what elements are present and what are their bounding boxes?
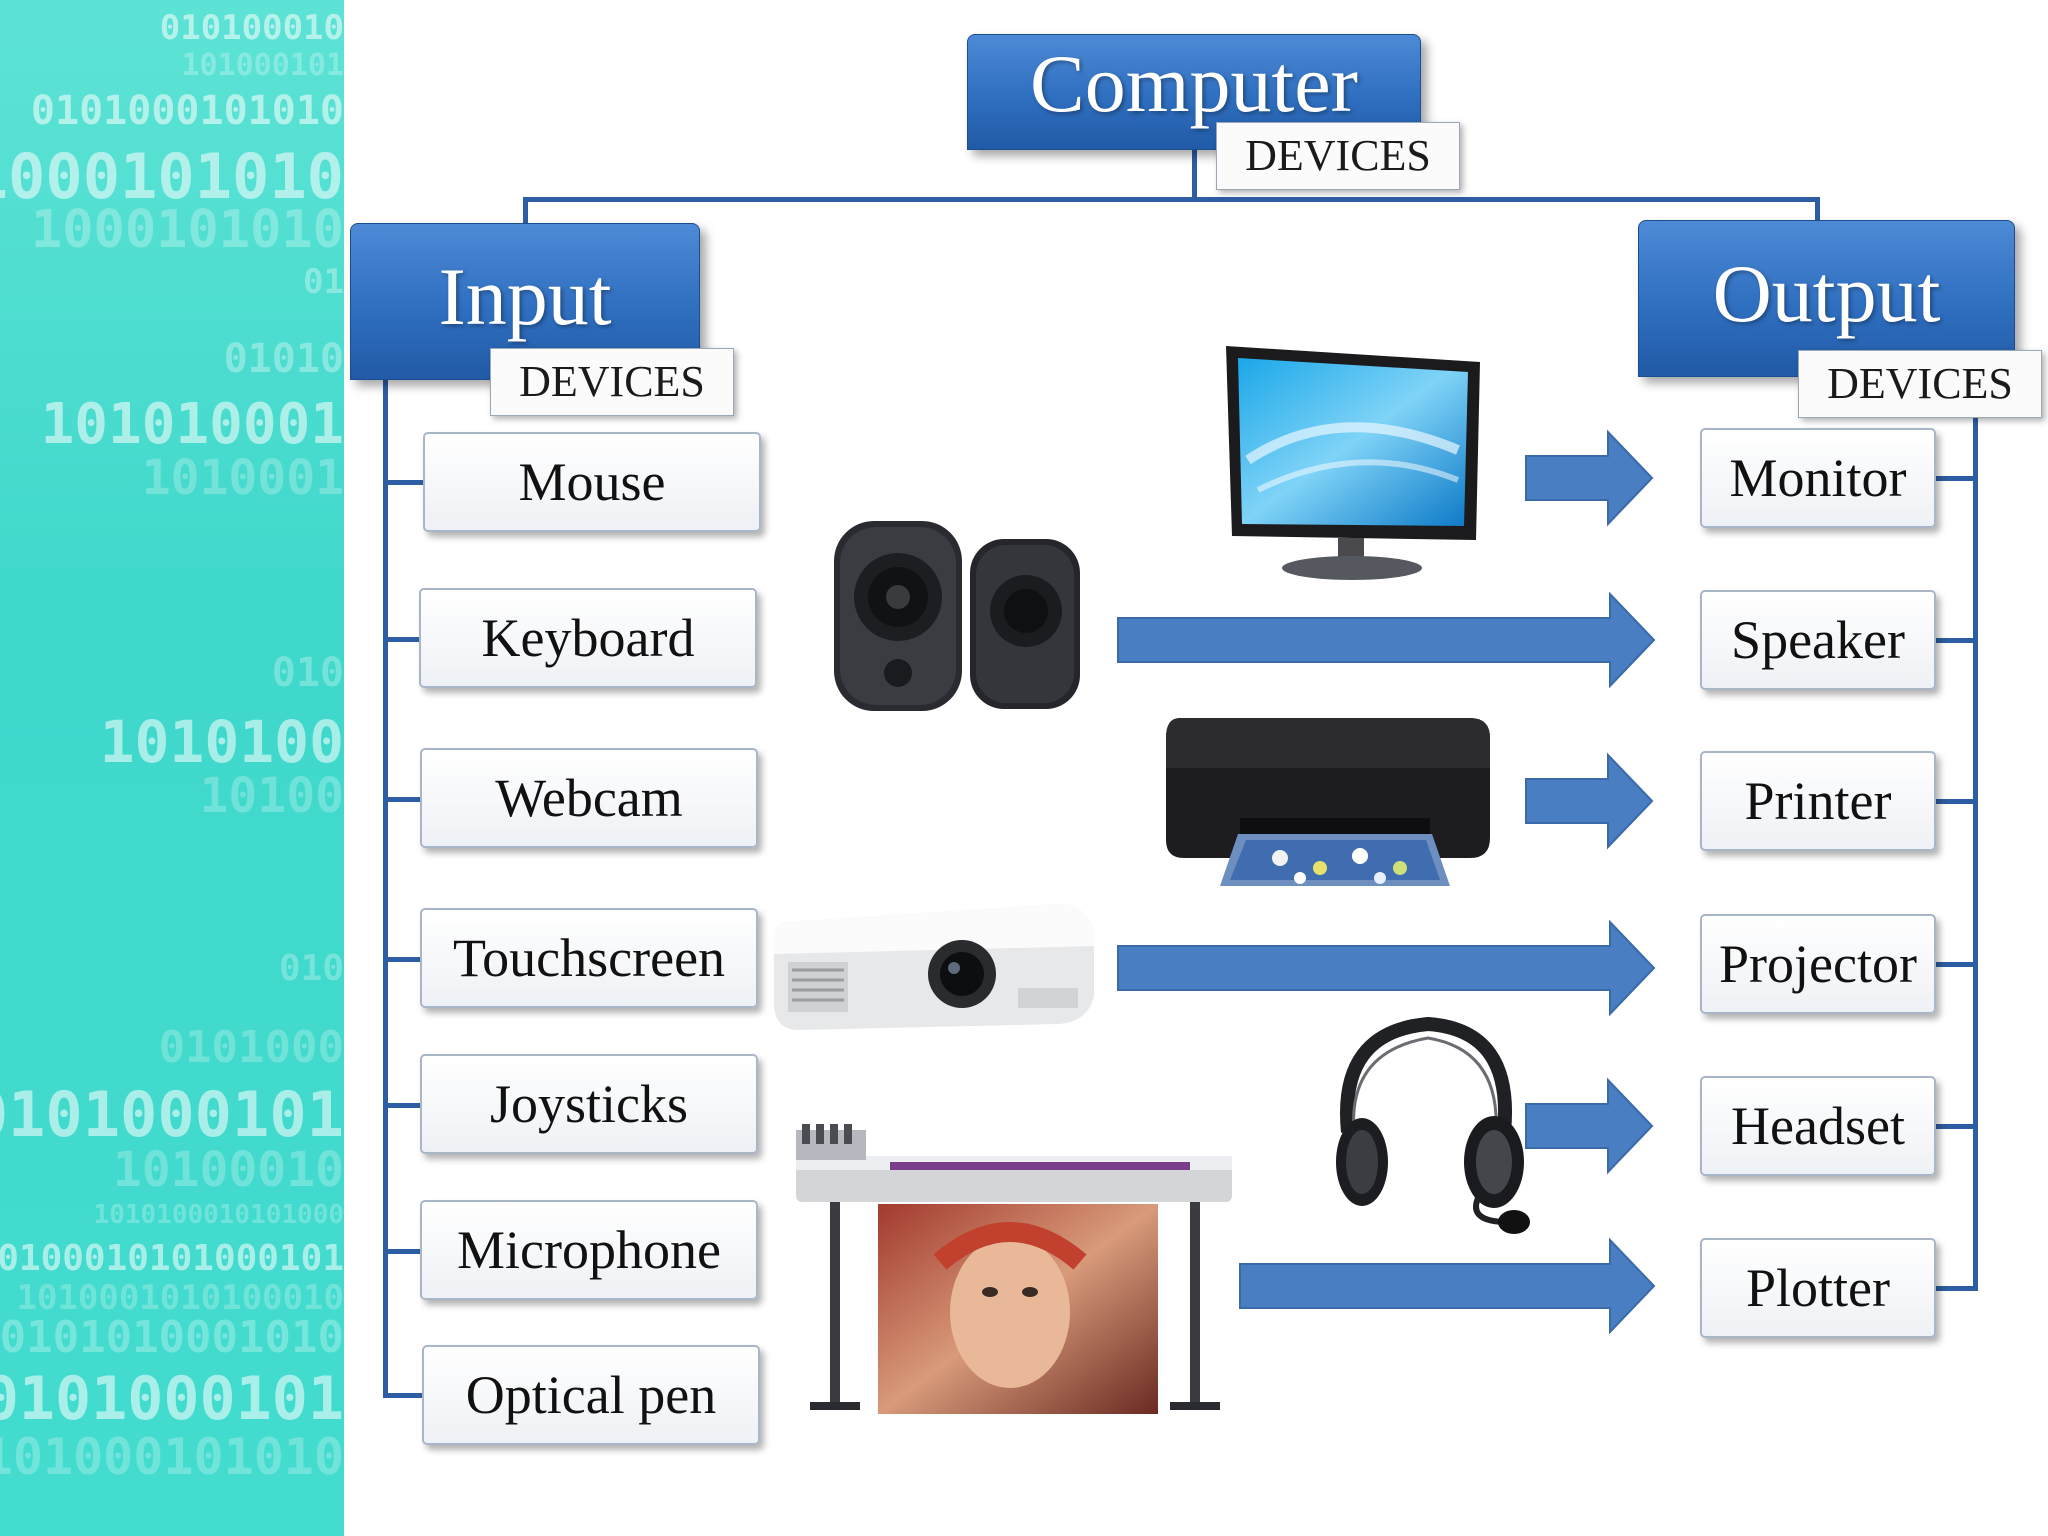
output-connector-tick — [1935, 476, 1978, 481]
input-item-microphone: Microphone — [420, 1200, 758, 1300]
binary-decoration: 0101000101 — [0, 1078, 344, 1151]
input-item-touchscreen: Touchscreen — [420, 908, 758, 1008]
binary-decoration: 10100 — [199, 768, 345, 824]
output-connector-tick — [1935, 638, 1978, 643]
projector-photo — [774, 904, 1094, 1030]
output-connector-tick — [1935, 1286, 1978, 1291]
arrow-right-icon — [1239, 1237, 1656, 1335]
binary-decoration: 101010001 — [40, 392, 344, 457]
computer-title: Computer — [1030, 38, 1358, 129]
arrow-right-icon — [1525, 429, 1654, 527]
printer-photo — [1166, 718, 1490, 886]
binary-decoration: 01010 — [223, 336, 344, 382]
input-connector-line — [383, 380, 388, 1398]
connector-line — [523, 197, 1820, 202]
binary-decoration: 00101010001010 — [0, 1312, 344, 1363]
output-devices-tag: DEVICES — [1798, 350, 2042, 418]
output-connector-tick — [1935, 799, 1978, 804]
output-item-headset: Headset — [1700, 1076, 1936, 1176]
input-connector-tick — [383, 1393, 423, 1398]
connector-line — [1192, 148, 1197, 200]
output-title: Output — [1712, 248, 1941, 339]
plotter-photo — [796, 1124, 1232, 1414]
binary-decoration: 1010100010101000 — [93, 1200, 344, 1230]
input-connector-tick — [383, 797, 423, 802]
binary-decoration: 010 — [271, 650, 344, 696]
monitor-photo — [1226, 346, 1480, 580]
binary-decoration: 0101000 — [158, 1022, 344, 1073]
binary-decoration: 10100010 — [112, 1142, 344, 1198]
headset-photo — [1336, 1016, 1530, 1234]
binary-decoration: 1010001 — [141, 450, 344, 506]
arrow-right-icon — [1525, 1077, 1654, 1175]
binary-decoration: 1000101010 — [30, 200, 344, 260]
output-connector-tick — [1935, 1124, 1978, 1129]
binary-decoration: 0101000101 — [0, 1364, 344, 1434]
input-item-mouse: Mouse — [423, 432, 761, 532]
arrow-right-icon — [1117, 919, 1656, 1017]
connector-line — [523, 197, 528, 223]
binary-decoration: 1000101010 — [0, 140, 344, 213]
speaker-photo — [834, 521, 1080, 711]
output-item-monitor: Monitor — [1700, 428, 1936, 528]
computer-devices-tag: DEVICES — [1216, 122, 1460, 190]
binary-decoration: 1010001010100010 — [16, 1278, 344, 1318]
arrow-right-icon — [1525, 752, 1654, 850]
input-connector-tick — [383, 1103, 423, 1108]
output-connector-line — [1973, 410, 1978, 1291]
input-connector-tick — [383, 957, 423, 962]
input-item-keyboard: Keyboard — [419, 588, 757, 688]
computer-box: Computer — [967, 34, 1421, 150]
output-connector-tick — [1935, 962, 1978, 967]
binary-decoration: 101000101010 — [0, 1428, 344, 1486]
input-connector-tick — [383, 480, 423, 485]
input-title: Input — [438, 251, 612, 342]
input-item-optical-pen: Optical pen — [422, 1345, 760, 1445]
input-devices-tag: DEVICES — [490, 348, 734, 416]
binary-decoration: 01 — [303, 262, 344, 302]
binary-decoration: 010100010 — [159, 8, 344, 48]
binary-decoration: 0100010101000101 — [0, 1238, 344, 1279]
input-item-webcam: Webcam — [420, 748, 758, 848]
output-item-printer: Printer — [1700, 751, 1936, 851]
connector-line — [1815, 197, 1820, 223]
binary-decoration: 1010100 — [99, 708, 344, 776]
output-item-speaker: Speaker — [1700, 590, 1936, 690]
output-item-projector: Projector — [1700, 914, 1936, 1014]
binary-background-panel: 010100010 101000101 0101000101010 100010… — [0, 0, 344, 1536]
input-connector-tick — [383, 637, 423, 642]
binary-decoration: 0101000101010 — [30, 88, 344, 134]
arrow-right-icon — [1117, 591, 1656, 689]
output-item-plotter: Plotter — [1700, 1238, 1936, 1338]
input-item-joysticks: Joysticks — [420, 1054, 758, 1154]
binary-decoration: 101000101 — [181, 48, 344, 83]
input-connector-tick — [383, 1249, 423, 1254]
binary-decoration: 010 — [278, 948, 344, 989]
